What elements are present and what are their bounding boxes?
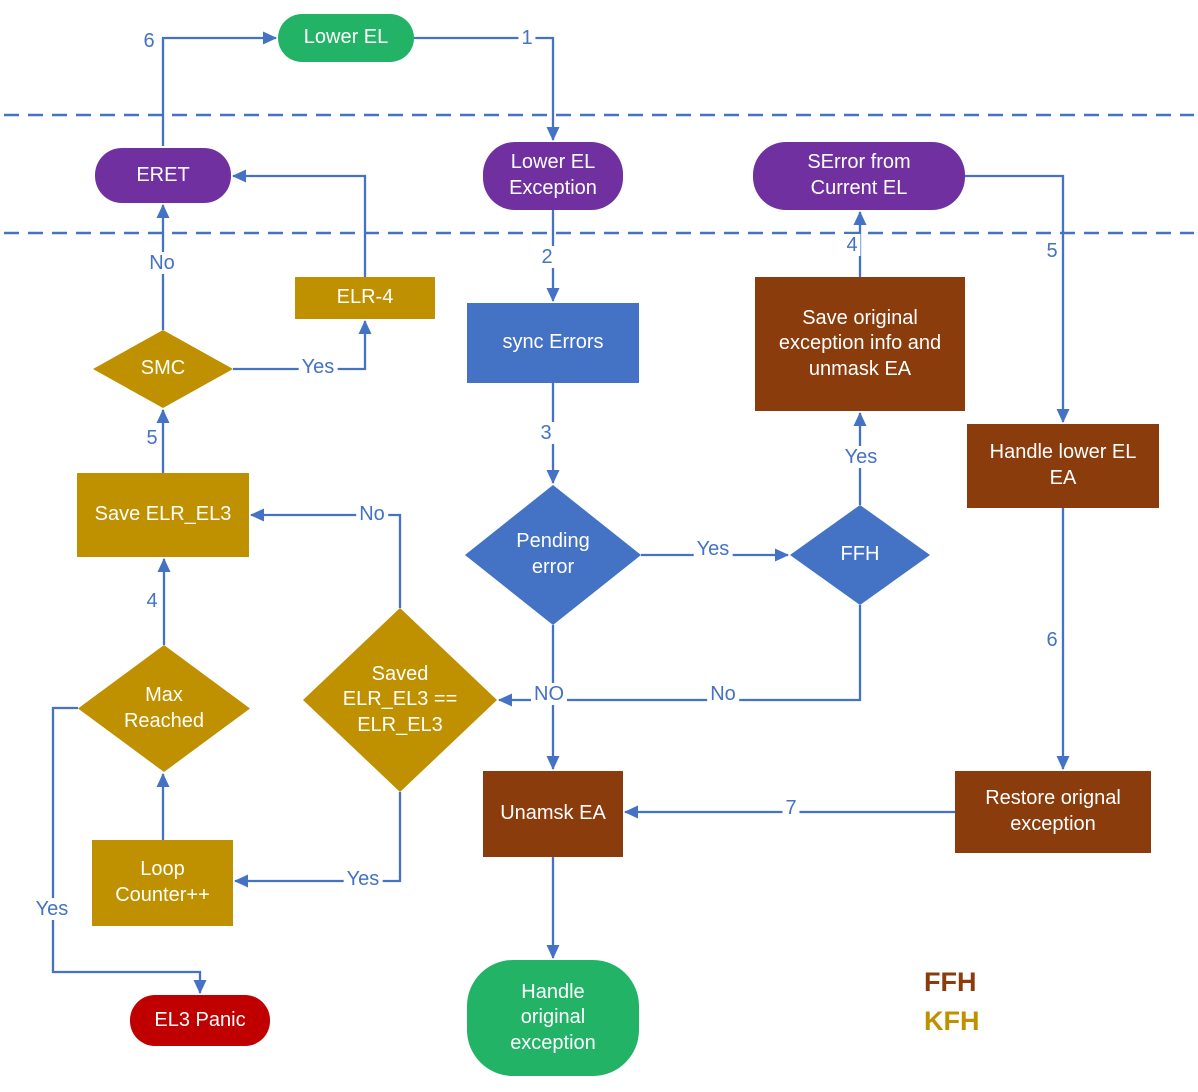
- node-unamsk-ea: Unamsk EA: [483, 771, 623, 857]
- node-smc: SMC: [93, 330, 233, 408]
- edge-serror-to-handle-lower: [965, 174, 1070, 423]
- diamond-shape: [465, 485, 641, 625]
- node-loop-counter-label: Loop Counter++: [115, 858, 210, 906]
- node-el3-panic: EL3 Panic: [130, 995, 270, 1046]
- edge-max-reached-yes-to-el3-panic: [51, 706, 207, 994]
- edge-label-yes-saved-down: Yes: [343, 868, 383, 890]
- edge-label-no-pending-down: NO: [531, 683, 567, 705]
- node-lower-el-exception: Lower EL Exception: [483, 142, 623, 210]
- node-save-elr-el3: Save ELR_EL3: [77, 473, 249, 557]
- node-eret-label: ERET: [136, 163, 190, 186]
- edge-label-step1: 1: [518, 27, 536, 49]
- edge-label-no-smc-up: No: [146, 252, 178, 274]
- node-handle-lower-el-ea: Handle lower EL EA: [967, 424, 1159, 508]
- node-pending-error: Pending error: [465, 485, 641, 625]
- node-restore-orignal-exception: Restore orignal exception: [955, 771, 1151, 853]
- node-saved-elr-el3-label: Saved ELR_EL3 == ELR_EL3: [342, 662, 458, 736]
- node-save-original-exception: Save original exception info and unmask …: [755, 277, 965, 411]
- edge-saved-elr-yes-to-loop-counter: [234, 792, 402, 888]
- edge-label-step3: 3: [537, 422, 555, 444]
- edge-label-step6-top: 6: [140, 30, 158, 52]
- node-handle-lower-el-ea-label: Handle lower EL EA: [989, 441, 1137, 489]
- edge-eret-to-lower-el: [161, 31, 277, 146]
- node-save-original-exception-label: Save original exception info and unmask …: [778, 306, 942, 380]
- edge-label-yes-smc-right: Yes: [298, 356, 338, 378]
- node-save-elr-el3-label: Save ELR_EL3: [94, 503, 232, 526]
- diamond-shape: [790, 505, 930, 605]
- node-eret: ERET: [95, 148, 231, 203]
- node-elr-4-label: ELR-4: [336, 286, 394, 309]
- edge-ffh-no-to-saved-elr: [498, 605, 862, 707]
- edge-label-yes-pending-to-ffh: Yes: [693, 538, 733, 560]
- node-el3-panic-label: EL3 Panic: [154, 1008, 246, 1031]
- node-lower-el-exception-label: Lower EL Exception: [509, 151, 597, 199]
- diamond-shape: [93, 330, 233, 408]
- diamond-shape: [78, 645, 250, 772]
- node-max-reached-label: Max Reached: [123, 683, 205, 732]
- legend-kfh-label: KFH: [924, 1006, 980, 1036]
- node-serror-from-current-el: SError from Current EL: [753, 142, 965, 210]
- edge-label-step7: 7: [782, 797, 800, 819]
- edge-label-no-ffh-to-saved: No: [707, 683, 739, 705]
- edge-label-step2: 2: [538, 246, 556, 268]
- edge-label-yes-max-to-panic: Yes: [32, 898, 72, 920]
- diamond-shape: [303, 608, 497, 792]
- node-handle-original-exception-label: Handle original exception: [510, 980, 596, 1054]
- edge-label-step5-right: 5: [1043, 240, 1061, 262]
- edge-label-step4-max-up: 4: [143, 590, 161, 612]
- edge-label-yes-ffh-up: Yes: [841, 446, 881, 468]
- edge-lower-el-to-exception: [414, 36, 560, 141]
- node-sync-errors: sync Errors: [467, 303, 639, 383]
- edge-label-step6-right: 6: [1043, 629, 1061, 651]
- node-restore-orignal-exception-label: Restore orignal exception: [985, 787, 1121, 835]
- node-max-reached: Max Reached: [78, 645, 250, 772]
- node-unamsk-ea-label: Unamsk EA: [500, 802, 606, 825]
- node-lower-el: Lower EL: [278, 14, 414, 62]
- edge-label-no-saved-up: No: [356, 503, 388, 525]
- edge-label-step4-to-serror: 4: [843, 234, 861, 256]
- node-pending-error-label: Pending error: [516, 530, 590, 578]
- node-sync-errors-label: sync Errors: [502, 331, 604, 354]
- node-handle-original-exception: Handle original exception: [467, 960, 639, 1076]
- legend-ffh-label: FFH: [924, 967, 977, 997]
- node-smc-label: SMC: [140, 357, 186, 380]
- node-saved-elr-el3: Saved ELR_EL3 == ELR_EL3: [303, 608, 497, 792]
- edge-elr4-to-eret: [232, 169, 367, 277]
- edge-saved-elr-no-to-save-elr: [250, 508, 402, 608]
- node-elr-4: ELR-4: [295, 277, 435, 319]
- node-loop-counter: Loop Counter++: [92, 840, 233, 926]
- edge-smc-yes-to-elr4: [233, 320, 372, 371]
- node-serror-label: SError from Current EL: [807, 151, 911, 199]
- node-ffh: FFH: [790, 505, 930, 605]
- node-lower-el-label: Lower EL: [303, 26, 389, 49]
- node-ffh-label: FFH: [840, 543, 880, 566]
- edge-label-step5-smc: 5: [143, 427, 161, 449]
